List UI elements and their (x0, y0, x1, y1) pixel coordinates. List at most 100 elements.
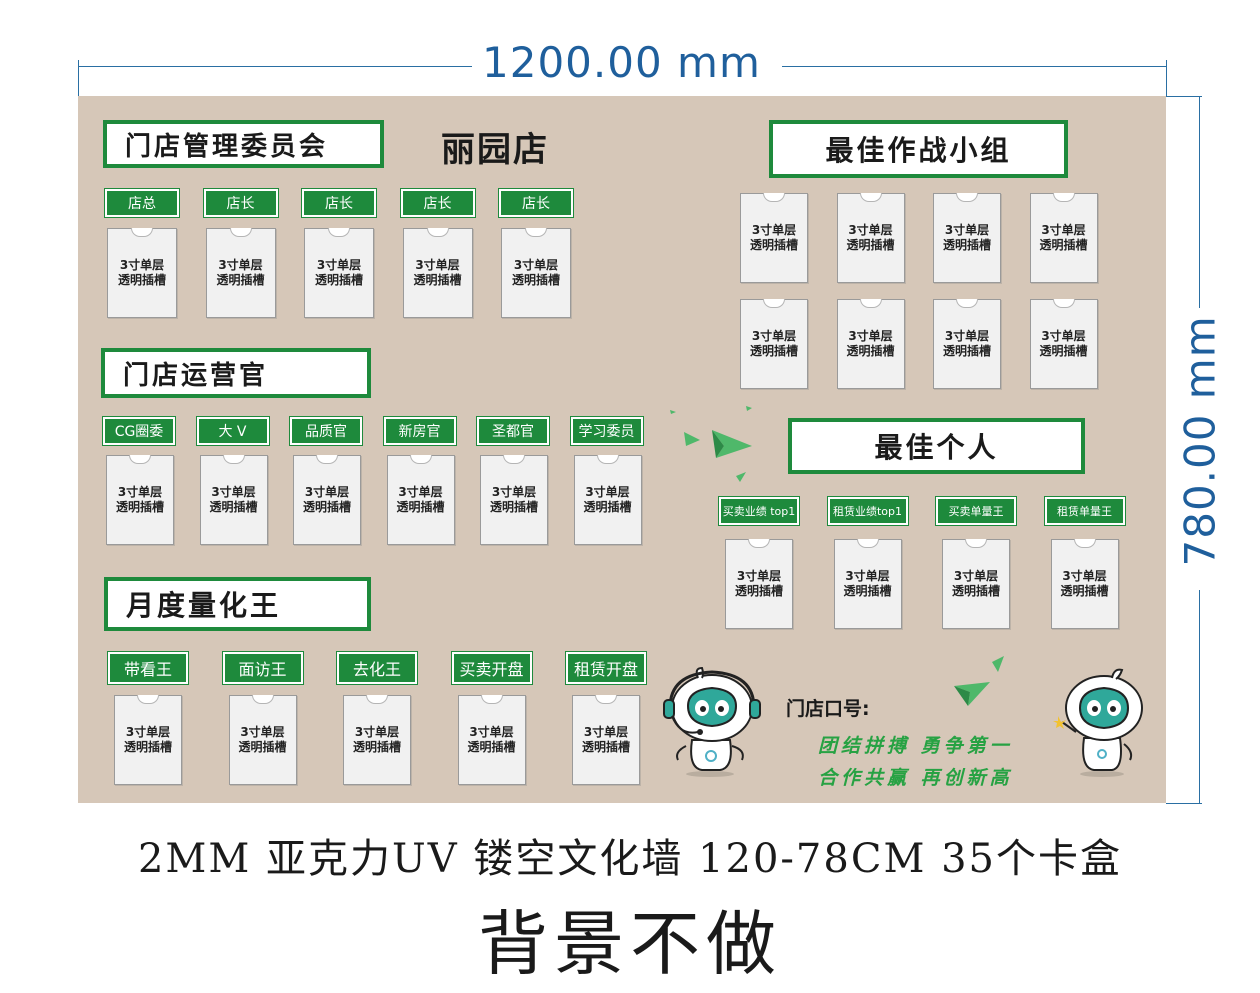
slot-text-line2: 透明插槽 (734, 584, 783, 598)
slot-text-line1: 3寸单层 (240, 725, 285, 739)
dim-width-label: 1200.00 mm (482, 38, 761, 87)
slogan-line-1: 团结拼搏 勇争第一 (818, 735, 1013, 757)
slot-notch (137, 695, 159, 704)
operations-card-slot: 3寸单层透明插槽 (386, 455, 455, 545)
slot-notch (1052, 193, 1075, 202)
slot-text-line1: 3寸单层 (1041, 223, 1086, 237)
slot-text-line2: 透明插槽 (238, 740, 287, 754)
slot-text-line2: 透明插槽 (115, 500, 164, 514)
slot-text-line2: 透明插槽 (413, 273, 462, 287)
slot-notch (1073, 539, 1096, 548)
slot-text-line1: 3寸单层 (513, 258, 559, 272)
committee-label: 店总 (104, 188, 180, 218)
slot-text-line1: 3寸单层 (354, 725, 400, 739)
slot-text-line1: 3寸单层 (117, 485, 163, 499)
slot-notch (748, 539, 770, 548)
slot-text-line2: 透明插槽 (581, 740, 630, 754)
operations-label: CG圈委 (102, 416, 176, 446)
slot-text-line1: 3寸单层 (491, 485, 537, 499)
slot-text-line1: 3寸单层 (211, 485, 256, 499)
section-title-best-person: 最佳个人 (788, 418, 1085, 474)
slot-text-line1: 3寸单层 (751, 223, 797, 237)
best-team-card-slot: 3寸单层透明插槽 (933, 299, 1001, 389)
best-team-card-slot: 3寸单层透明插槽 (1029, 299, 1098, 389)
slot-notch (595, 695, 617, 704)
slot-text-line1: 3寸单层 (415, 258, 460, 272)
slot-text-line1: 3寸单层 (953, 569, 999, 583)
slot-notch (328, 228, 350, 237)
operations-label: 大 V (195, 416, 270, 446)
committee-label: 店长 (498, 188, 574, 218)
committee-label: 店长 (202, 188, 279, 218)
dim-height-line-bottom (1199, 590, 1200, 803)
slot-notch (1052, 299, 1075, 308)
slot-text-line2: 透明插槽 (396, 500, 445, 514)
slot-text-line2: 透明插槽 (951, 584, 1000, 598)
slot-text-line2: 透明插槽 (749, 344, 798, 358)
committee-label: 店长 (301, 188, 377, 218)
section-title-operations: 门店运营官 (101, 348, 371, 398)
best-person-card-slot: 3寸单层透明插槽 (725, 539, 793, 629)
section-title-best-team: 最佳作战小组 (769, 120, 1068, 178)
best-person-card-slot: 3寸单层透明插槽 (833, 539, 902, 629)
best-person-label: 买卖单量王 (935, 496, 1017, 526)
operations-label: 新房官 (382, 416, 457, 446)
best-team-card-slot: 3寸单层透明插槽 (836, 299, 905, 389)
paper-plane-icon-2 (954, 656, 1004, 706)
paper-plane-icon (670, 406, 752, 482)
slot-text-line1: 3寸单层 (316, 258, 362, 272)
slogan-line-2: 合作共赢 再创新高 (818, 767, 1013, 789)
best-person-card-slot: 3寸单层透明插槽 (942, 539, 1010, 629)
slot-text-line1: 3寸单层 (944, 223, 990, 237)
monthly-card-slot: 3寸单层透明插槽 (572, 695, 640, 785)
slot-text-line1: 3寸单层 (469, 725, 514, 739)
slot-text-line1: 3寸单层 (944, 329, 990, 343)
slot-text-line2: 透明插槽 (846, 238, 895, 252)
slot-text-line1: 3寸单层 (218, 258, 263, 272)
store-name: 丽园店 (441, 130, 549, 170)
operations-card-slot: 3寸单层透明插槽 (199, 455, 268, 545)
slot-text-line1: 3寸单层 (848, 223, 893, 237)
best-person-card-slot: 3寸单层透明插槽 (1050, 539, 1119, 629)
slot-notch (525, 228, 547, 237)
slot-text-line2: 透明插槽 (942, 238, 991, 252)
slot-text-line2: 透明插槽 (302, 500, 351, 514)
dim-width-tick-left (78, 60, 79, 96)
slot-text-line2: 透明插槽 (216, 273, 265, 287)
slot-text-line2: 透明插槽 (583, 500, 632, 514)
operations-card-slot: 3寸单层透明插槽 (106, 455, 174, 545)
section-title-committee: 门店管理委员会 (103, 120, 384, 168)
monthly-label: 买卖开盘 (450, 651, 533, 685)
operations-label: 圣都官 (476, 416, 550, 446)
slot-notch (763, 193, 785, 202)
slot-text-line2: 透明插槽 (1039, 238, 1088, 252)
slot-text-line1: 3寸单层 (119, 258, 165, 272)
slot-text-line1: 3寸单层 (304, 485, 350, 499)
spec-caption: 2MM 亚克力UV 镂空文化墙 120-78CM 35个卡盒 (137, 836, 1123, 882)
slot-text-line2: 透明插槽 (1039, 344, 1088, 358)
slot-text-line2: 透明插槽 (942, 344, 991, 358)
slot-text-line2: 透明插槽 (843, 584, 892, 598)
background-note: 背景不做 (478, 903, 782, 985)
operations-label: 学习委员 (569, 416, 644, 446)
operations-label: 品质官 (289, 416, 363, 446)
slot-notch (503, 455, 525, 464)
slot-text-line1: 3寸单层 (1041, 329, 1086, 343)
best-person-label: 租赁业绩top1 (826, 496, 909, 526)
dim-height-tick-bottom (1166, 803, 1202, 804)
slot-text-line2: 透明插槽 (1060, 584, 1109, 598)
dim-height-line-top (1199, 96, 1200, 308)
committee-card-slot: 3寸单层透明插槽 (107, 228, 177, 318)
dim-height-tick-top (1166, 96, 1202, 97)
dim-width-tick-right (1166, 60, 1167, 96)
monthly-card-slot: 3寸单层透明插槽 (457, 695, 526, 785)
slot-notch (222, 455, 245, 464)
slot-text-line1: 3寸单层 (845, 569, 890, 583)
slot-notch (763, 299, 785, 308)
slot-notch (251, 695, 274, 704)
slot-text-line2: 透明插槽 (123, 740, 172, 754)
robot-mascot-headset-icon (663, 666, 761, 777)
best-team-card-slot: 3寸单层透明插槽 (836, 193, 905, 283)
dim-width-line-left (78, 66, 472, 67)
slot-text-line2: 透明插槽 (117, 273, 166, 287)
